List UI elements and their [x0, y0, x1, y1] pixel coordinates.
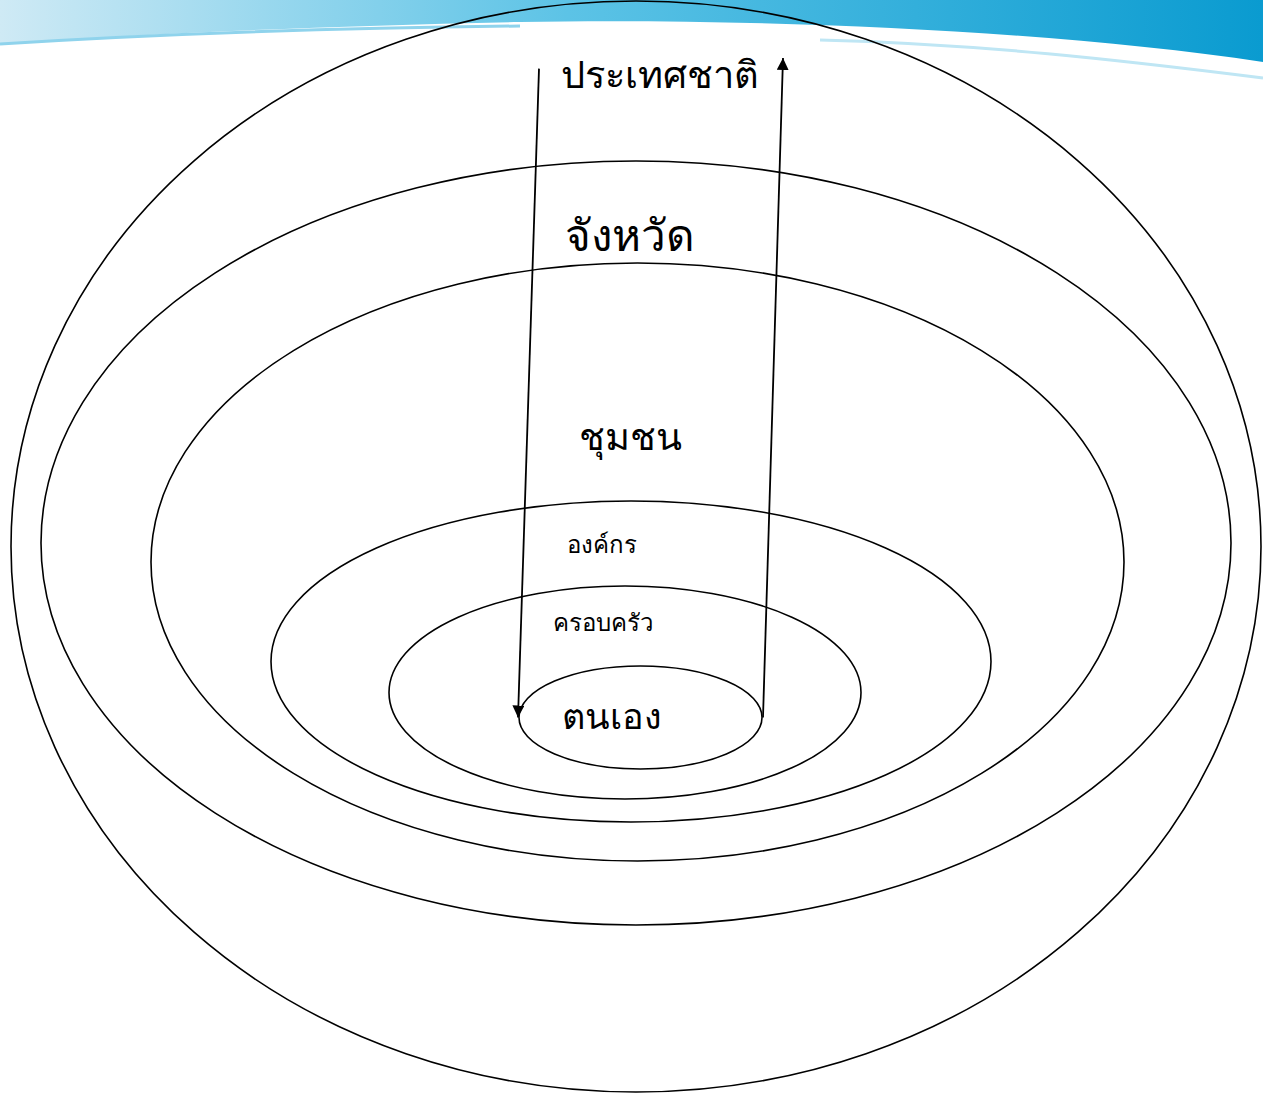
ellipse-label: ชุมชน — [579, 414, 682, 462]
ellipse-shape — [389, 586, 861, 799]
banner-line — [820, 40, 1263, 78]
community-ellipse: ชุมชนองค์กรครอบครัวตนเอง — [150, 262, 1125, 862]
ellipse-label: ครอบครัว — [553, 608, 653, 638]
ellipse-shape — [271, 501, 991, 822]
ellipse-shape — [519, 666, 762, 769]
organization-ellipse: องค์กรครอบครัวตนเอง — [270, 500, 992, 823]
flow-arrow — [763, 58, 783, 718]
ellipse-label: จังหวัด — [565, 208, 695, 263]
self-ellipse: ตนเอง — [518, 665, 763, 770]
nation-ellipse: ประเทศชาติจังหวัดชุมชนองค์กรครอบครัวตนเอ… — [10, 0, 1262, 1093]
flow-arrow — [518, 69, 539, 718]
banner-swoosh — [0, 0, 1263, 62]
ellipse-label: ตนเอง — [562, 694, 662, 739]
ellipse-shape — [41, 161, 1231, 925]
family-ellipse: ครอบครัวตนเอง — [388, 585, 862, 800]
ellipse-outline — [150, 262, 1125, 862]
ellipse-shape — [11, 1, 1261, 1092]
ellipse-shape — [151, 263, 1124, 861]
ellipse-label: ประเทศชาติ — [561, 52, 759, 100]
banner-line — [0, 26, 520, 44]
province-ellipse: จังหวัดชุมชนองค์กรครอบครัวตนเอง — [40, 160, 1232, 926]
ellipse-label: องค์กร — [567, 530, 637, 560]
